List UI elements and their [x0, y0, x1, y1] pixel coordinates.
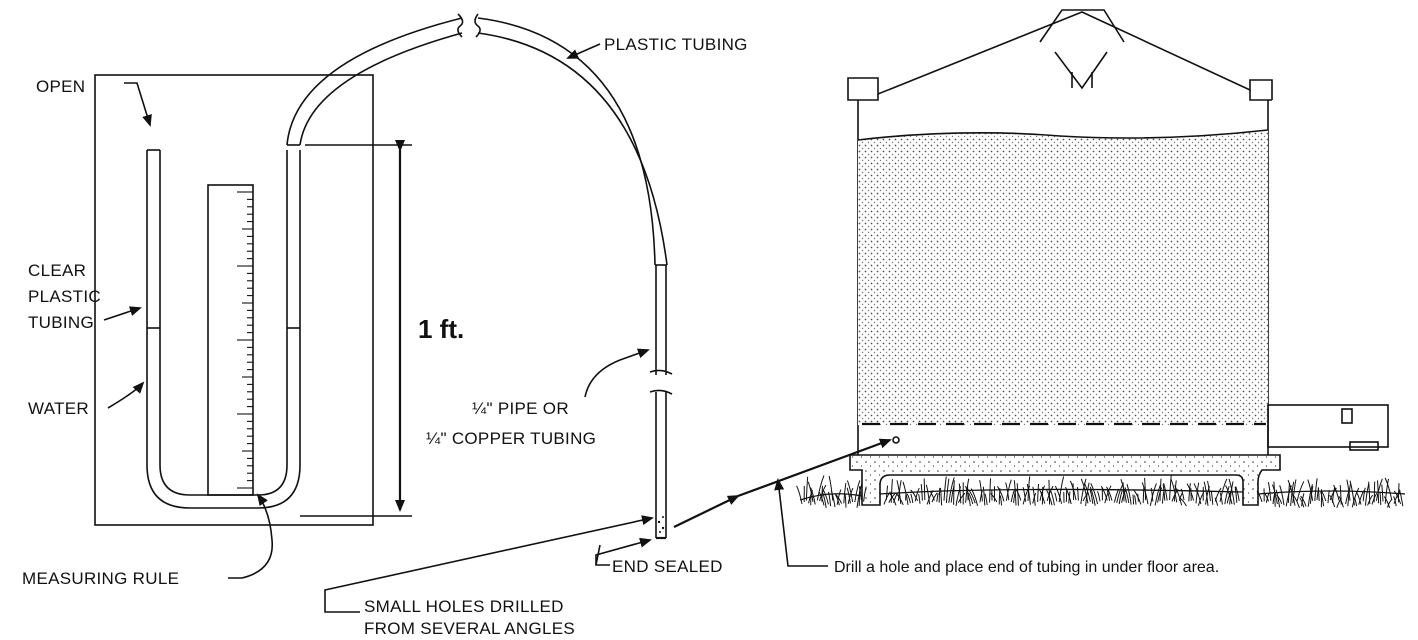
height-dimension	[300, 140, 412, 517]
grain-bin-icon	[796, 9, 1406, 509]
leader-lines	[103, 43, 892, 613]
quarter-inch-pipe	[649, 265, 673, 540]
label-open: OPEN	[36, 77, 85, 96]
label-pipe-2: ¼" COPPER TUBING	[426, 429, 596, 448]
label-pipe-1: ¼" PIPE OR	[472, 399, 569, 418]
label-holes-2: FROM SEVERAL ANGLES	[364, 619, 575, 638]
label-plastic-tubing: PLASTIC TUBING	[604, 35, 748, 54]
label-drill-note: Drill a hole and place end of tubing in …	[834, 559, 1219, 576]
label-height: 1 ft.	[418, 314, 464, 344]
fan-housing-icon	[1267, 404, 1389, 451]
label-clear-2: PLASTIC	[28, 287, 101, 306]
label-holes-1: SMALL HOLES DRILLED	[364, 597, 564, 616]
u-tube	[146, 144, 301, 509]
label-clear-1: CLEAR	[28, 261, 86, 280]
plastic-tubing-right	[474, 13, 668, 266]
label-measuring-rule: MEASURING RULE	[22, 569, 179, 588]
measuring-rule-icon	[207, 184, 254, 496]
label-end-sealed: END SEALED	[612, 557, 723, 576]
plastic-tubing-left	[286, 13, 464, 146]
label-water: WATER	[28, 399, 89, 418]
manometer-board	[94, 74, 374, 526]
label-clear-3: TUBING	[28, 313, 94, 332]
